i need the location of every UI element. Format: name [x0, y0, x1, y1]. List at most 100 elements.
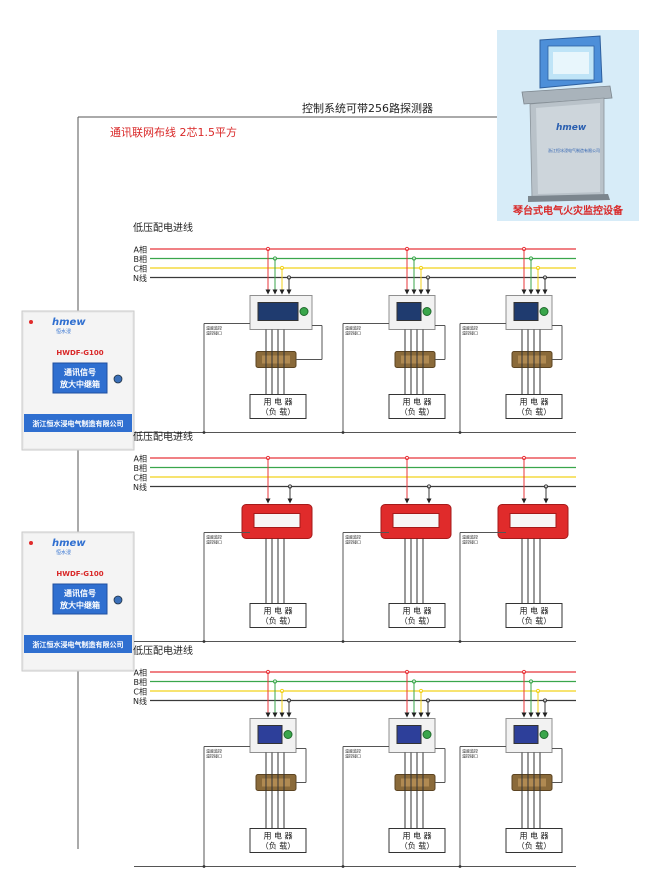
load-label-line1: 用 电 器 — [263, 831, 292, 841]
status-led-icon — [283, 730, 293, 739]
repeater-1-company: 浙江恒水浸电气制造有限公司 — [33, 419, 124, 428]
phase-label-n: N线 — [133, 696, 147, 706]
load-box — [505, 394, 563, 419]
phase-label-c: C相 — [133, 687, 147, 697]
detector-window — [509, 513, 557, 528]
load-box — [249, 603, 307, 628]
repeater-2-brand-sub: 恒水浸 — [56, 549, 71, 556]
detector-display — [396, 302, 422, 321]
load-label-line2: （负 载） — [517, 841, 552, 851]
unit-note-line1: 温度监控 — [345, 748, 361, 754]
load-label-line1: 用 电 器 — [402, 831, 431, 841]
repeater-1-label-line2: 放大中继箱 — [59, 379, 100, 389]
repeater-2-brand: hmew — [52, 538, 86, 549]
load-label-line2: （负 载） — [400, 841, 435, 851]
phase-label-a: A相 — [134, 245, 147, 255]
unit-note-line2: 温控接口 — [345, 330, 361, 336]
load-label-line1: 用 电 器 — [402, 606, 431, 616]
load-box — [505, 603, 563, 628]
repeater-1-label-plate — [52, 362, 108, 394]
load-box — [505, 828, 563, 853]
unit-note-line1: 温度监控 — [462, 325, 478, 331]
status-led-icon — [299, 307, 309, 316]
unit-note-line2: 温控接口 — [206, 330, 222, 336]
repeater-2-company: 浙江恒水浸电气制造有限公司 — [33, 640, 124, 649]
phase-label-c: C相 — [133, 473, 147, 483]
phase-label-n: N线 — [133, 482, 147, 492]
load-box — [249, 828, 307, 853]
detector-display — [257, 302, 299, 321]
load-label-line1: 用 电 器 — [519, 606, 548, 616]
load-box — [388, 828, 446, 853]
unit-note-line1: 温度监控 — [206, 534, 222, 540]
load-label-line2: （负 载） — [261, 407, 296, 417]
repeater-2-label-line2: 放大中继箱 — [59, 600, 100, 610]
repeater-box-2: hmew 恒水浸 HWDF-G100 通讯信号 放大中继箱 浙江恒水浸电气制造有… — [21, 531, 135, 672]
unit-note-line2: 温控接口 — [345, 753, 361, 759]
load-label-line1: 用 电 器 — [402, 397, 431, 407]
unit-note-line2: 温控接口 — [462, 539, 478, 545]
repeater-2-company-band — [24, 635, 132, 653]
unit-note-line1: 温度监控 — [345, 534, 361, 540]
detector-display — [513, 302, 539, 321]
load-label-line1: 用 电 器 — [263, 606, 292, 616]
phase-label-c: C相 — [133, 264, 147, 274]
phase-label-a: A相 — [134, 454, 147, 464]
load-box — [388, 603, 446, 628]
wiring-note: 通讯联网布线 2芯1.5平方 — [110, 125, 237, 139]
status-led-icon — [539, 307, 549, 316]
load-label-line1: 用 电 器 — [263, 397, 292, 407]
unit-note-line1: 温度监控 — [206, 325, 222, 331]
load-label-line1: 用 电 器 — [519, 831, 548, 841]
unit-note-line2: 温控接口 — [206, 539, 222, 545]
repeater-1-label-line1: 通讯信号 — [64, 367, 96, 377]
section-1-title: 低压配电进线 — [133, 221, 193, 234]
detector-display — [513, 725, 539, 744]
load-label-line2: （负 载） — [400, 407, 435, 417]
monitoring-console-icon — [521, 35, 613, 202]
load-label-line2: （负 载） — [400, 616, 435, 626]
console-caption: 琴台式电气火灾监控设备 — [512, 204, 624, 217]
control-caption: 控制系统可带256路探测器 — [302, 101, 433, 115]
detector-display — [257, 725, 283, 744]
load-label-line1: 用 电 器 — [519, 397, 548, 407]
unit-note-line1: 温度监控 — [206, 748, 222, 754]
detector-window — [253, 513, 301, 528]
repeater-2-label-plate — [52, 583, 108, 615]
status-led-icon — [539, 730, 549, 739]
load-label-line2: （负 载） — [517, 616, 552, 626]
repeater-1-brand: hmew — [52, 317, 86, 328]
status-led-icon — [422, 730, 432, 739]
repeater-2-model: HWDF-G100 — [56, 570, 103, 578]
phase-label-b: B相 — [134, 463, 148, 473]
load-label-line2: （负 载） — [261, 616, 296, 626]
repeater-box-1: hmew 恒水浸 HWDF-G100 通讯信号 放大中继箱 浙江恒水浸电气制造有… — [21, 310, 135, 451]
phase-label-a: A相 — [134, 668, 147, 678]
unit-note-line1: 温度监控 — [345, 325, 361, 331]
phase-label-b: B相 — [134, 254, 148, 264]
section-2-title: 低压配电进线 — [133, 430, 193, 443]
load-label-line2: （负 载） — [517, 407, 552, 417]
repeater-1-brand-sub: 恒水浸 — [56, 328, 71, 335]
load-label-line2: （负 载） — [261, 841, 296, 851]
repeater-1-model: HWDF-G100 — [56, 349, 103, 357]
phase-label-b: B相 — [134, 677, 148, 687]
monitoring-console: hmew 浙江恒冰浸电气制造有限公司 琴台式电气火灾监控设备 — [497, 30, 639, 221]
detector-display — [396, 725, 422, 744]
console-brand-logo: hmew — [556, 123, 587, 133]
unit-note-line1: 温度监控 — [462, 534, 478, 540]
unit-note-line2: 温控接口 — [462, 330, 478, 336]
